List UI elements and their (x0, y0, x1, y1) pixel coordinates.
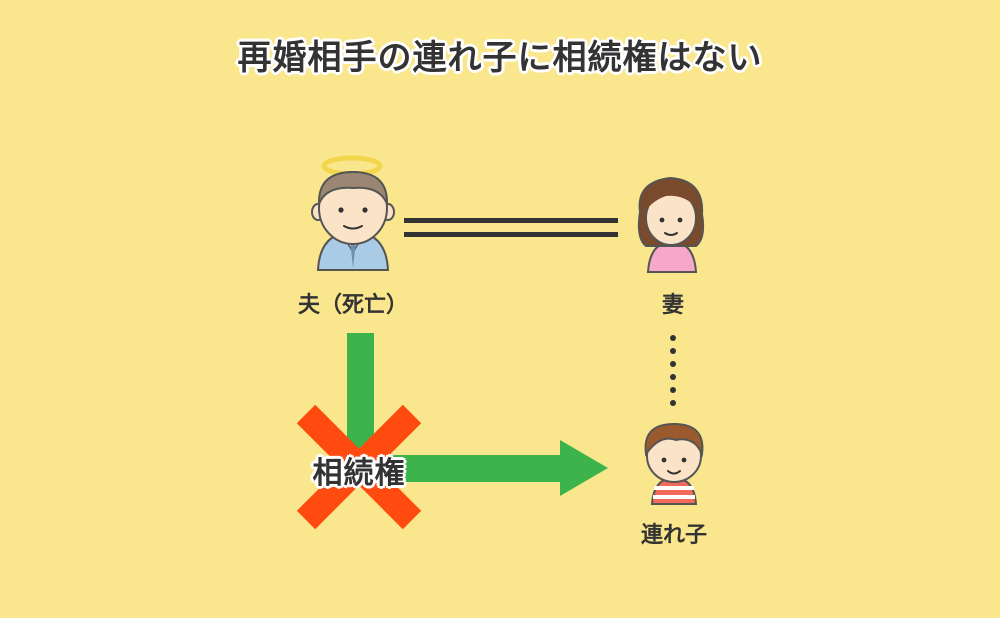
inheritance-label: 相続権 (312, 456, 406, 491)
diagram-title: 再婚相手の連れ子に相続権はない (237, 38, 763, 78)
wife-label: 妻 (661, 293, 684, 318)
husband-label: 夫（死亡） (297, 293, 408, 318)
denied-cross-icon (296, 404, 422, 530)
stepchild-label: 連れ子 (640, 523, 707, 548)
marriage-double-line (404, 218, 618, 237)
deceased-man-with-halo-icon (311, 155, 395, 271)
woman-icon (637, 176, 705, 273)
boy-icon (644, 422, 704, 505)
parent-child-dotted-line (670, 335, 676, 406)
